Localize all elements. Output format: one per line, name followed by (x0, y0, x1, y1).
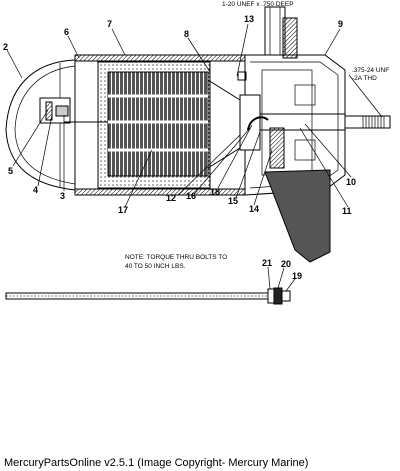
callout: 3 (60, 191, 65, 201)
callout: 9 (338, 19, 343, 29)
copyright-footer: MercuryPartsOnline v2.5.1 (Image Copyrig… (4, 457, 309, 469)
callout: 14 (249, 204, 259, 214)
callout: 2 (3, 42, 8, 52)
prop-shaft (259, 113, 391, 131)
callout: 16 (186, 191, 196, 201)
skeg (264, 169, 331, 263)
callout: 15 (228, 196, 238, 206)
callout: 7 (107, 19, 112, 29)
leader-lines (6, 23, 383, 292)
callout: 10 (346, 177, 356, 187)
annotations: 1-20 UNEF x .750 DEEP .375-24 UNF -2A TH… (125, 1, 389, 270)
callout-labels: 2 7 6 8 13 9 5 4 3 17 12 16 18 15 14 10 … (3, 14, 356, 281)
through-bolt (5, 287, 291, 305)
callout: 19 (292, 271, 302, 281)
top-thread-spec: 1-20 UNEF x .750 DEEP (222, 1, 294, 8)
callout: 18 (210, 187, 220, 197)
top-fitting (264, 6, 298, 59)
callout: 4 (33, 185, 38, 195)
shaft-thread-spec-line1: .375-24 UNF (352, 67, 389, 74)
armature (64, 71, 261, 177)
shaft-thread-spec-line2: -2A THD (352, 75, 377, 82)
callout: 8 (184, 29, 189, 39)
callout: 12 (166, 193, 176, 203)
callout: 17 (118, 205, 128, 215)
torque-note-line2: 40 TO 50 INCH LBS. (125, 263, 186, 270)
callout: 13 (244, 14, 254, 24)
torque-note-line1: NOTE: TORQUE THRU BOLTS TO (125, 254, 227, 261)
callout: 21 (262, 258, 272, 268)
callout: 5 (8, 166, 13, 176)
callout: 11 (342, 206, 352, 216)
callout: 20 (281, 259, 291, 269)
nose-cone (5, 59, 76, 191)
callout: 6 (64, 27, 69, 37)
